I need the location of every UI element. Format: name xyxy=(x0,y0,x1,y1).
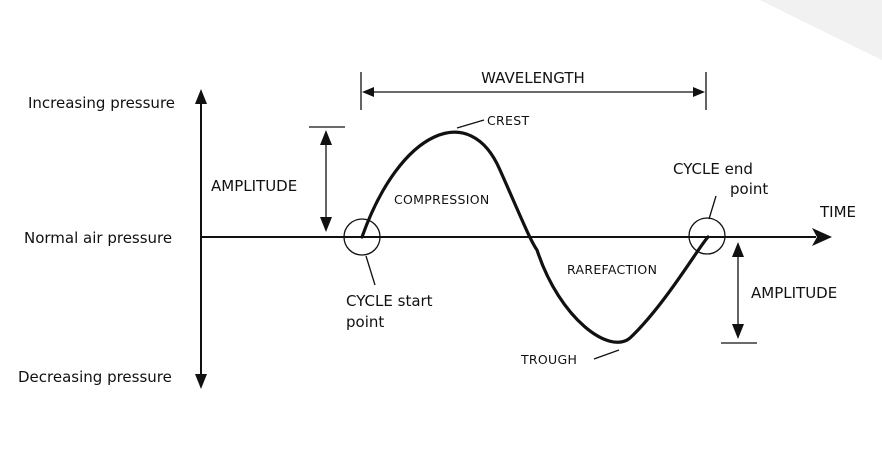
cycle-end-label-line1: CYCLE end xyxy=(673,160,753,178)
corner-shade xyxy=(760,0,882,60)
rarefaction-label: RAREFACTION xyxy=(567,262,657,277)
increasing-pressure-label: Increasing pressure xyxy=(28,94,175,112)
amplitude-bottom-down-arrowhead xyxy=(732,324,744,339)
compression-label: COMPRESSION xyxy=(394,192,490,207)
crest-label: CREST xyxy=(487,113,529,128)
amplitude-bottom-label: AMPLITUDE xyxy=(751,284,837,302)
wavelength-marker xyxy=(360,72,707,110)
cycle-start-label-line1: CYCLE start xyxy=(346,292,433,310)
wavelength-right-arrowhead xyxy=(693,87,705,97)
cycle-start-circle xyxy=(343,218,381,256)
sound-wave xyxy=(360,130,710,344)
cycle-end-label-line2: point xyxy=(730,180,768,198)
amplitude-top-marker xyxy=(309,126,345,232)
amplitude-bottom-up-arrowhead xyxy=(732,242,744,257)
pressure-axis-down-arrowhead xyxy=(195,374,207,389)
pressure-axis-up-arrowhead xyxy=(195,89,207,104)
time-label: TIME xyxy=(819,203,856,221)
amplitude-bottom-marker xyxy=(721,242,757,344)
decreasing-pressure-label: Decreasing pressure xyxy=(18,368,172,386)
wavelength-left-arrowhead xyxy=(362,87,374,97)
normal-air-pressure-label: Normal air pressure xyxy=(24,229,172,247)
amplitude-top-up-arrowhead xyxy=(320,130,332,145)
cycle-end-leader-line xyxy=(708,195,717,220)
time-axis-arrowhead xyxy=(812,228,832,246)
pressure-axis xyxy=(195,89,207,389)
cycle-start-label-line2: point xyxy=(346,313,384,331)
trough-label: TROUGH xyxy=(520,352,577,367)
wavelength-label: WAVELENGTH xyxy=(481,69,585,87)
cycle-start-leader-line xyxy=(365,255,376,286)
cycle-end-circle xyxy=(688,217,726,255)
amplitude-top-label: AMPLITUDE xyxy=(211,177,297,195)
crest-leader-line xyxy=(456,119,485,129)
trough-leader-line xyxy=(593,349,620,360)
amplitude-top-down-arrowhead xyxy=(320,217,332,232)
time-axis xyxy=(201,228,832,246)
